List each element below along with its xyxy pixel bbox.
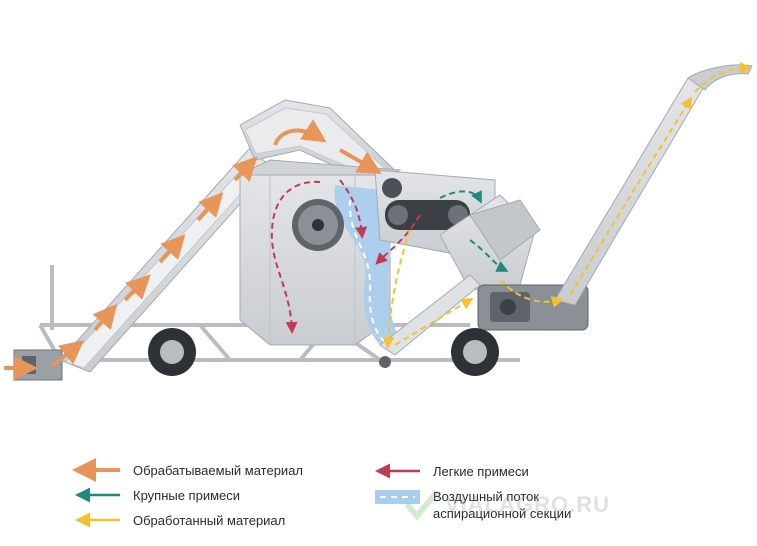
fan-wheel [292,199,344,251]
unloading-elevator [554,64,753,306]
legend-label-air-flow-1: Воздушный поток [433,489,540,504]
side-hopper [439,194,541,291]
legend-label-finished: Обработанный материал [133,513,286,528]
wheel-center [379,356,391,368]
separator-unit [374,169,496,256]
legend-label-light-impurities: Легкие примеси [433,464,529,479]
wheel-left [148,328,196,376]
large-impurities-flow [439,190,509,272]
wheel-right [451,328,499,376]
light-impurities-flow [270,179,421,334]
watermark-check-icon [405,490,439,520]
processed-material-flow [4,119,382,380]
legend-label-processed: Обрабатываемый материал [133,463,304,478]
legend-label-air-flow-2: аспирационной секции [433,506,572,521]
legend-swatch-air-flow [375,490,420,504]
watermark-text: VIALAGRO.RU [445,492,610,517]
legend-label-large-impurities: Крупные примеси [133,488,241,503]
watermark: VIALAGRO.RU [405,490,610,520]
discharge-chute [379,274,481,356]
finished-material-flow [382,62,752,349]
